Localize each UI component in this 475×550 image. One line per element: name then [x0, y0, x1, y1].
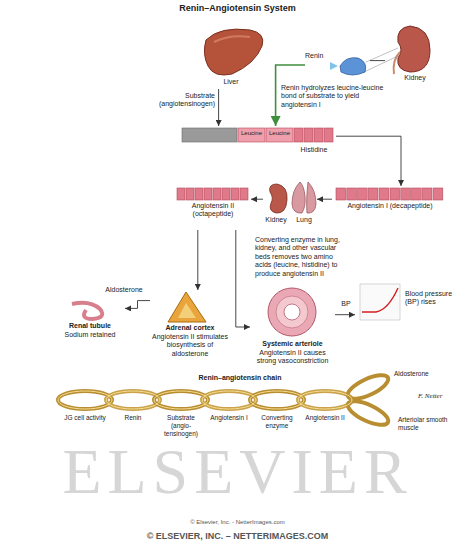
peptide-square [294, 128, 303, 142]
substrate-block [182, 128, 237, 142]
peptide-chain: Angiotensin I (decapeptide) [332, 186, 447, 230]
node-label: Angiotensin II (octapeptide) [175, 202, 251, 219]
organ-liver: Liver [200, 26, 262, 89]
chain-heading: Renin–angiotensin chain [170, 374, 310, 382]
bp-curve [362, 288, 398, 312]
edge-label: Substrate (angiotensinogen) [146, 92, 216, 109]
organ-kidney: Kidney [385, 24, 445, 85]
connector-arrow [218, 89, 219, 126]
connector-arrow [335, 314, 355, 315]
magnify-line [364, 56, 398, 72]
chain-links [58, 370, 391, 429]
peptide-square [314, 128, 323, 142]
node-label: Renal tubule [55, 322, 125, 330]
renin-cell [340, 58, 366, 75]
chain-label: JG cell activity [62, 414, 108, 422]
chain-highlights [58, 391, 352, 409]
node-label: Lung [291, 216, 317, 224]
node-label: Kidney [385, 74, 445, 82]
connector-arrow [236, 230, 250, 327]
connector-arrow [125, 301, 150, 309]
peptide-square [304, 128, 313, 142]
kidney-drawing [398, 26, 430, 72]
connector-arrow [197, 230, 198, 290]
node-label: Histidine [292, 146, 336, 154]
node-label: Liver [200, 78, 262, 86]
note: Converting enzyme in lung, kidney, and o… [255, 236, 351, 278]
chain-label: Converting enzyme [254, 414, 300, 430]
watermark: ELSEVIER [0, 440, 475, 504]
node-label: Angiotensin II causes strong vasoconstri… [250, 349, 335, 366]
node-label: Leucine [238, 130, 265, 137]
organ-tubule: Renal tubuleSodium retained [55, 300, 125, 342]
node-label: Angiotensin II stimulates biosynthesis o… [150, 333, 230, 358]
chain-label: Aldosterone [394, 370, 446, 378]
connector-arrow [251, 199, 263, 200]
chain-label: Substrate (angio- tensinogen) [158, 414, 204, 437]
edge-label: BP [337, 300, 355, 308]
note: Renin hydrolyzes leucine-leucine bond of… [281, 84, 385, 109]
arteriole-media [276, 296, 308, 328]
edge-label: Aldosterone [98, 286, 150, 294]
node-label: Angiotensin I (decapeptide) [336, 202, 444, 210]
connector-arrow [370, 60, 385, 61]
angiotensin-i-chain [336, 188, 443, 200]
diagram-title: Renin–Angiotensin System [0, 3, 475, 14]
copyright: © ELSEVIER, INC. – NETTERIMAGES.COM [0, 531, 475, 542]
substrate-chain: LeucineLeucineHistidine [180, 126, 336, 160]
organ-arteriole: Systemic arterioleAngiotensin II causes … [250, 286, 335, 368]
bp-graph-frame [360, 284, 400, 320]
peptide-chain: Angiotensin II (octapeptide) [175, 186, 251, 230]
peptide-segment [266, 128, 293, 142]
peptide-square [324, 128, 333, 142]
liver-drawing [204, 29, 262, 75]
organ-pair: KidneyLung [263, 180, 317, 228]
connector-arrow [336, 136, 401, 186]
liver-shading [214, 36, 250, 42]
peptide-segment [238, 128, 265, 142]
adrenal-cortex-inner [178, 303, 196, 318]
connector-arrow [317, 199, 332, 200]
adrenal-gland [168, 292, 206, 322]
node-label: Renin [305, 52, 335, 60]
kidney-ureter [394, 52, 400, 74]
chain-label: Angiotensin II [302, 414, 348, 422]
arteriole-lumen [284, 304, 300, 320]
node-label: Systemic arteriole [250, 340, 335, 348]
node-label: Sodium retained [55, 331, 125, 339]
copyright: © Elsevier, Inc. - NetterImages.com [0, 519, 475, 526]
lung-drawing [292, 182, 316, 213]
chain-label: Angiotensin I [206, 414, 252, 422]
renal-tubule [72, 303, 102, 319]
arteriole-wall [268, 288, 316, 336]
organ-adrenal: Adrenal cortexAngiotensin II stimulates … [150, 290, 230, 361]
node-label: Kidney [263, 216, 289, 224]
bp-graph: Blood pressure (BP) rises [355, 280, 467, 324]
node-label: Adrenal cortex [150, 324, 230, 332]
angiotensin-ii-chain [177, 188, 248, 200]
magnify-line [366, 48, 398, 62]
node-label: Blood pressure (BP) rises [405, 290, 465, 307]
node-label: Leucine [266, 130, 293, 137]
renin-granule-arrow [330, 62, 338, 70]
kidney-small [270, 184, 287, 213]
signature: F. Netter [418, 392, 468, 400]
chain-label: Arteriolar smooth muscle [398, 416, 454, 432]
chain-label: Renin [110, 414, 156, 422]
renin-cell: Renin [305, 50, 370, 80]
